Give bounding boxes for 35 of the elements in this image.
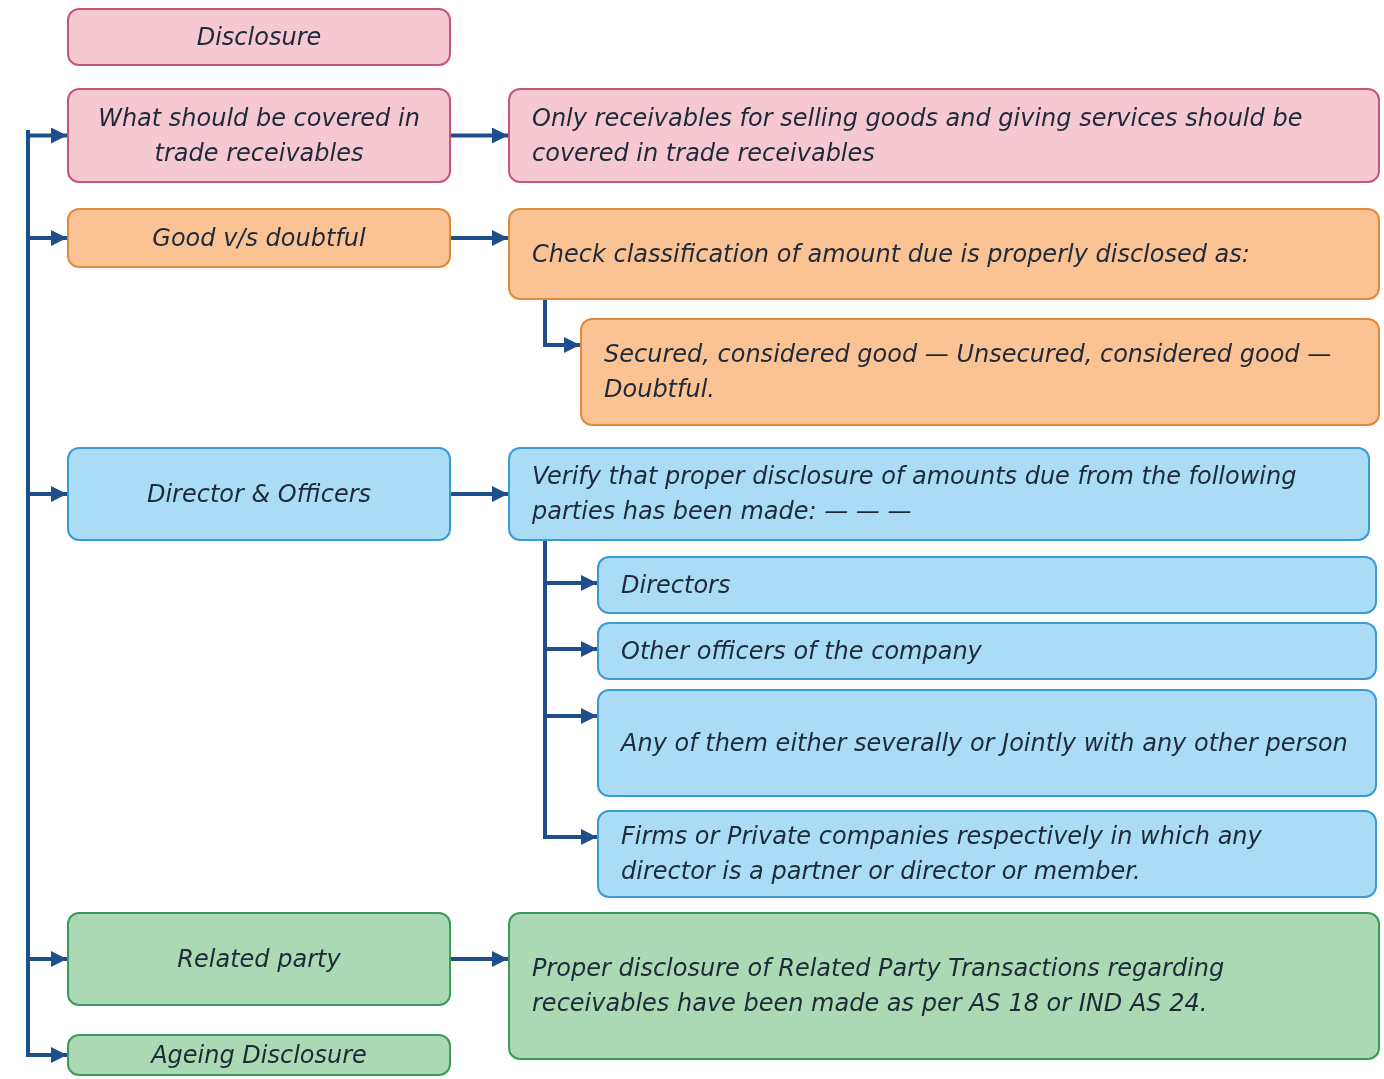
- box-text: Good v/s doubtful: [152, 222, 366, 254]
- box-text: Proper disclosure of Related Party Transactions regarding receivables have been made as per AS 18 or IND AS 24.: [532, 953, 1226, 1019]
- box-text: Only receivables for selling goods and giving services should be covered in trade receivables: [532, 102, 1304, 169]
- arrow: [543, 300, 580, 353]
- process-box: [597, 556, 1377, 614]
- box-text: Related party: [177, 943, 341, 975]
- process-box: [67, 912, 451, 1006]
- arrow: [451, 230, 508, 246]
- box-text: Disclosure: [196, 21, 322, 53]
- process-box: [508, 208, 1380, 300]
- process-box: [67, 8, 451, 66]
- process-box: [597, 810, 1377, 898]
- box-text: Verify that proper disclosure of amounts due from the following parties has been made: — — —: [532, 461, 1298, 527]
- process-box: [580, 318, 1380, 426]
- process-box: [508, 88, 1380, 183]
- box-text: Director & Officers: [146, 478, 372, 510]
- box-text: What should be covered in trade receivables: [97, 102, 421, 169]
- box-text: Secured, considered good — Unsecured, considered good — Doubtful.: [604, 339, 1333, 405]
- arrow: [451, 486, 508, 502]
- process-box: [508, 447, 1370, 541]
- process-box: [67, 1034, 451, 1076]
- box-text: Firms or Private companies respectively in which any director is a partner or director or member.: [621, 821, 1263, 887]
- process-box: [67, 88, 451, 183]
- process-box: [597, 622, 1377, 680]
- box-text: Check classification of amount due is properly disclosed as:: [532, 238, 1250, 270]
- box-text: Any of them either severally or Jointly with any other person: [621, 727, 1348, 759]
- arrow: [451, 951, 508, 967]
- box-text: Ageing Disclosure: [151, 1039, 367, 1071]
- process-box: [597, 689, 1377, 797]
- arrow: [451, 127, 508, 144]
- process-box: [67, 208, 451, 268]
- box-text: Other officers of the company: [621, 635, 982, 667]
- process-box: [508, 912, 1380, 1060]
- process-box: [67, 447, 451, 541]
- box-text: Directors: [621, 569, 731, 601]
